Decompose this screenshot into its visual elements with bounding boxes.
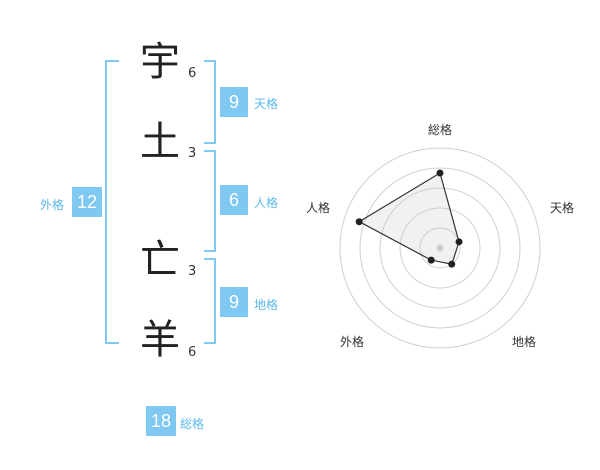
radar-ring-3 xyxy=(379,187,501,309)
name-char-4: 羊 xyxy=(140,317,180,363)
radar-ring-4 xyxy=(359,167,521,329)
radar-ring-5 xyxy=(339,147,541,349)
gaikaku-value-badge: 12 xyxy=(72,187,102,217)
jinkaku-label: 人格 xyxy=(254,196,279,210)
axis-label-tenkaku: 天格 xyxy=(550,200,574,215)
stroke-count-3: 3 xyxy=(188,264,197,279)
gaikaku-bracket xyxy=(105,60,119,344)
stroke-count-4: 6 xyxy=(188,345,197,360)
tenkaku-bracket xyxy=(204,60,216,144)
radar-point-2 xyxy=(455,238,463,246)
axis-label-chikaku: 地格 xyxy=(512,334,536,349)
name-char-1: 宇 xyxy=(140,39,180,85)
radar-point-5 xyxy=(355,218,363,226)
radar-center-dot xyxy=(436,244,444,252)
radar-rings xyxy=(339,147,541,349)
soukaku-label: 総格 xyxy=(180,417,205,431)
chikaku-value-badge: 9 xyxy=(220,287,248,317)
name-char-3: 亡 xyxy=(140,237,180,283)
radar-chart: 総格 天格 地格 外格 人格 xyxy=(306,122,574,349)
stroke-count-2: 3 xyxy=(188,146,197,161)
gaikaku-label: 外格 xyxy=(40,198,65,212)
chikaku-bracket xyxy=(204,258,216,344)
jinkaku-value-badge: 6 xyxy=(220,185,248,215)
jinkaku-bracket xyxy=(204,150,216,252)
soukaku-value-badge: 18 xyxy=(146,406,176,436)
tenkaku-value-badge: 9 xyxy=(220,87,248,117)
radar-point-4 xyxy=(427,256,435,264)
tenkaku-label: 天格 xyxy=(254,97,279,111)
radar-polygon xyxy=(357,172,460,265)
name-char-2: 土 xyxy=(140,119,180,165)
axis-label-jinkaku: 人格 xyxy=(306,200,330,215)
stroke-count-1: 6 xyxy=(188,66,197,81)
chikaku-label: 地格 xyxy=(254,298,279,312)
radar-point-3 xyxy=(448,260,456,268)
axis-label-gaikaku: 外格 xyxy=(340,334,364,349)
radar-ring-1 xyxy=(419,227,461,269)
radar-points xyxy=(355,169,463,268)
radar-ring-2 xyxy=(399,207,481,289)
radar-point-1 xyxy=(436,169,444,177)
axis-label-soukaku: 総格 xyxy=(428,122,452,137)
